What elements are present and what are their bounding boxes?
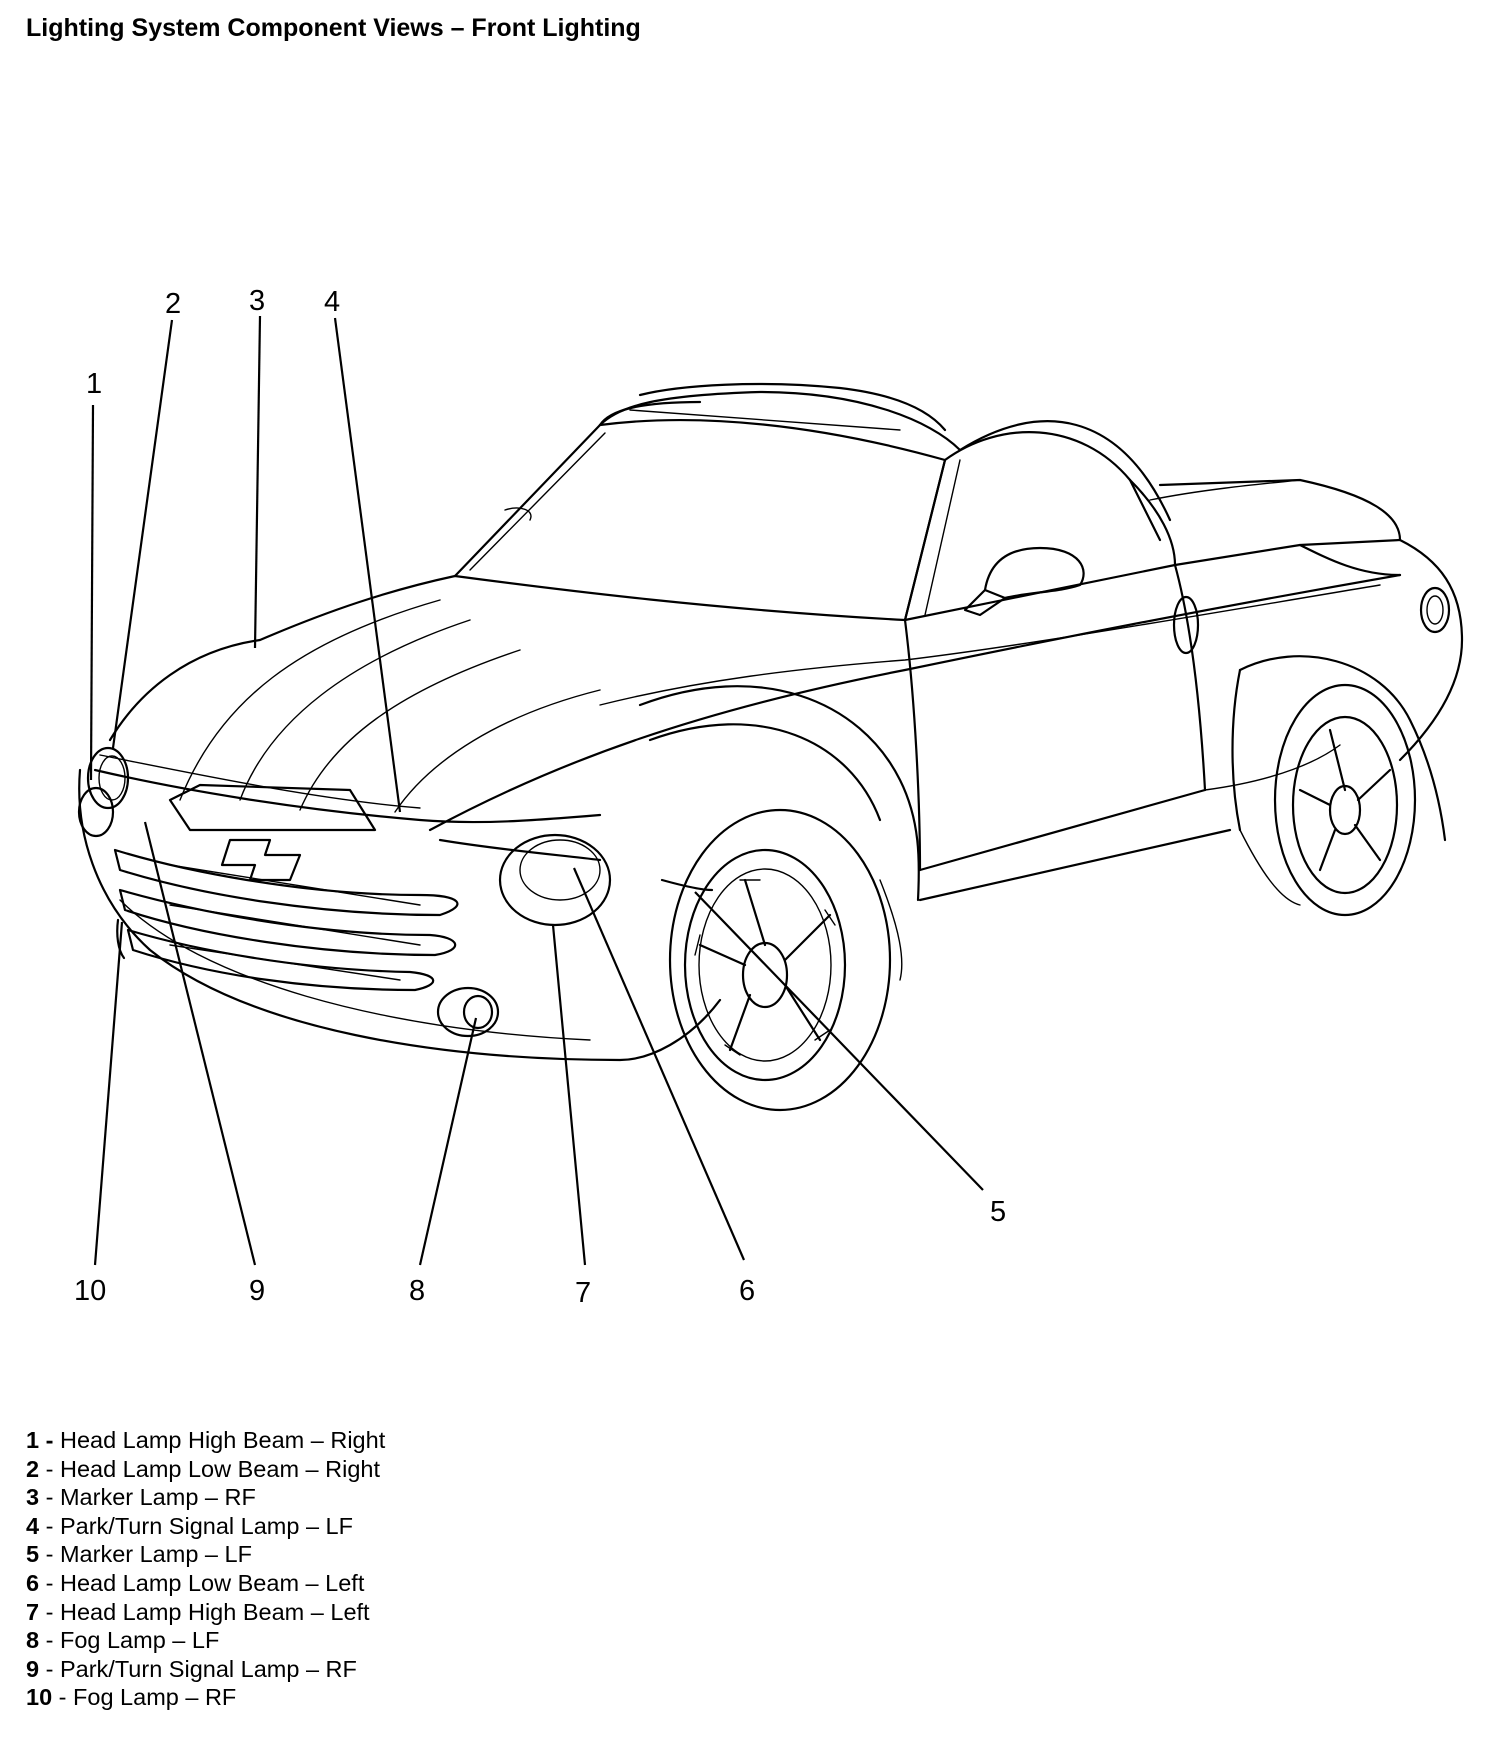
legend-number: 7 <box>26 1598 40 1625</box>
component-legend: 1 - Head Lamp High Beam – Right 2 - Head… <box>26 1426 385 1712</box>
legend-label: Head Lamp High Beam – Left <box>59 1598 370 1625</box>
legend-number: 4 <box>26 1512 40 1539</box>
legend-number: 6 <box>26 1569 40 1596</box>
legend-number: 9 <box>26 1655 40 1682</box>
legend-item: 5 - Marker Lamp – LF <box>26 1541 252 1568</box>
callout-4: 4 <box>324 286 340 318</box>
legend-label: Marker Lamp – RF <box>59 1484 256 1511</box>
callout-10: 10 <box>74 1275 106 1307</box>
callout-5: 5 <box>990 1196 1006 1228</box>
legend-label: Park/Turn Signal Lamp – LF <box>59 1512 353 1539</box>
legend-label: Head Lamp Low Beam – Left <box>59 1569 365 1596</box>
callout-9: 9 <box>249 1275 265 1307</box>
callout-1: 1 <box>86 368 102 400</box>
legend-item: 1 - Head Lamp High Beam – Right <box>26 1427 386 1453</box>
legend-number: 2 <box>26 1455 40 1482</box>
legend-label: Head Lamp Low Beam – Right <box>59 1455 381 1482</box>
legend-number: 1 <box>26 1427 40 1453</box>
callout-3: 3 <box>249 285 265 317</box>
vehicle-outline <box>77 382 1464 1112</box>
legend-item: 10 - Fog Lamp – RF <box>26 1684 237 1711</box>
legend-number: 10 <box>26 1684 53 1711</box>
legend-item: 4 - Park/Turn Signal Lamp – LF <box>26 1512 353 1539</box>
legend-label: Head Lamp High Beam – Right <box>59 1427 386 1453</box>
legend-item: 9 - Park/Turn Signal Lamp – RF <box>26 1655 357 1682</box>
legend-number: 8 <box>26 1627 40 1654</box>
legend-item: 2 - Head Lamp Low Beam – Right <box>26 1455 381 1482</box>
legend-item: 3 - Marker Lamp – RF <box>26 1484 256 1511</box>
legend-label: Fog Lamp – RF <box>73 1684 237 1711</box>
legend-label: Park/Turn Signal Lamp – RF <box>59 1655 357 1682</box>
leader-lines <box>89 315 984 1266</box>
callout-numbers: 1 2 3 4 5 6 7 8 9 10 <box>74 285 1006 1309</box>
legend-item: 8 - Fog Lamp – LF <box>26 1627 220 1654</box>
legend-number: 3 <box>26 1484 40 1511</box>
legend-label: Marker Lamp – LF <box>59 1541 252 1568</box>
callout-7: 7 <box>575 1277 591 1309</box>
legend-item: 6 - Head Lamp Low Beam – Left <box>26 1569 365 1596</box>
callout-8: 8 <box>409 1275 425 1307</box>
legend-item: 7 - Head Lamp High Beam – Left <box>26 1598 370 1625</box>
callout-2: 2 <box>165 288 181 320</box>
legend-number: 5 <box>26 1541 40 1568</box>
callout-6: 6 <box>739 1275 755 1307</box>
legend-label: Fog Lamp – LF <box>59 1627 220 1654</box>
page-title: Lighting System Component Views – Front … <box>26 14 641 42</box>
